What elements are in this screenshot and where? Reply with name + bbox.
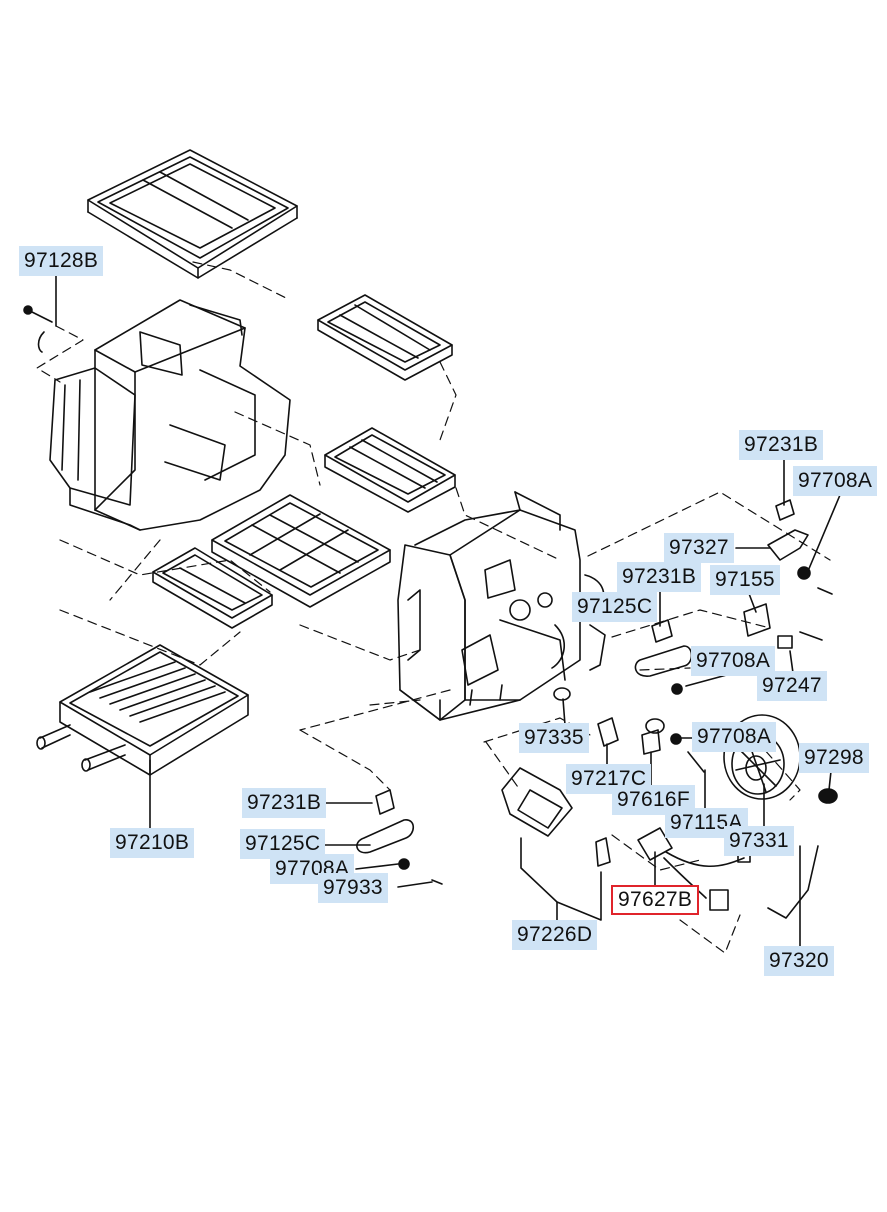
right-components: [501, 499, 838, 919]
assembly-guides: [36, 261, 831, 954]
part-label-97226D[interactable]: 97226D: [512, 920, 598, 950]
part-label-97231B-mid[interactable]: 97231B: [617, 562, 702, 592]
filter-panels: [152, 294, 456, 629]
upper-case: [49, 299, 291, 531]
part-label-97125C-left[interactable]: 97125C: [240, 829, 326, 859]
part-label-97320[interactable]: 97320: [764, 946, 834, 976]
part-label-97231B-top[interactable]: 97231B: [739, 430, 824, 460]
part-label-97331[interactable]: 97331: [724, 826, 794, 856]
part-label-97210B[interactable]: 97210B: [110, 828, 195, 858]
lower-left-components: [356, 789, 443, 885]
part-label-97708A-top[interactable]: 97708A: [793, 466, 878, 496]
part-label-97247[interactable]: 97247: [757, 671, 827, 701]
part-label-97327[interactable]: 97327: [664, 533, 734, 563]
bolt-97128B: [23, 305, 53, 353]
part-label-97627B[interactable]: 97627B: [611, 885, 700, 915]
part-label-97128B[interactable]: 97128B: [19, 246, 104, 276]
lower-case: [397, 491, 606, 721]
part-label-97298[interactable]: 97298: [799, 743, 869, 773]
heater-core: [36, 644, 249, 776]
top-frame: [87, 149, 298, 279]
part-label-97335[interactable]: 97335: [519, 723, 589, 753]
part-label-97231B-left[interactable]: 97231B: [242, 788, 327, 818]
part-label-97125C-mid[interactable]: 97125C: [572, 592, 658, 622]
part-label-97708A-low[interactable]: 97708A: [692, 722, 777, 752]
part-label-97933[interactable]: 97933: [318, 873, 388, 903]
part-label-97155[interactable]: 97155: [710, 565, 780, 595]
